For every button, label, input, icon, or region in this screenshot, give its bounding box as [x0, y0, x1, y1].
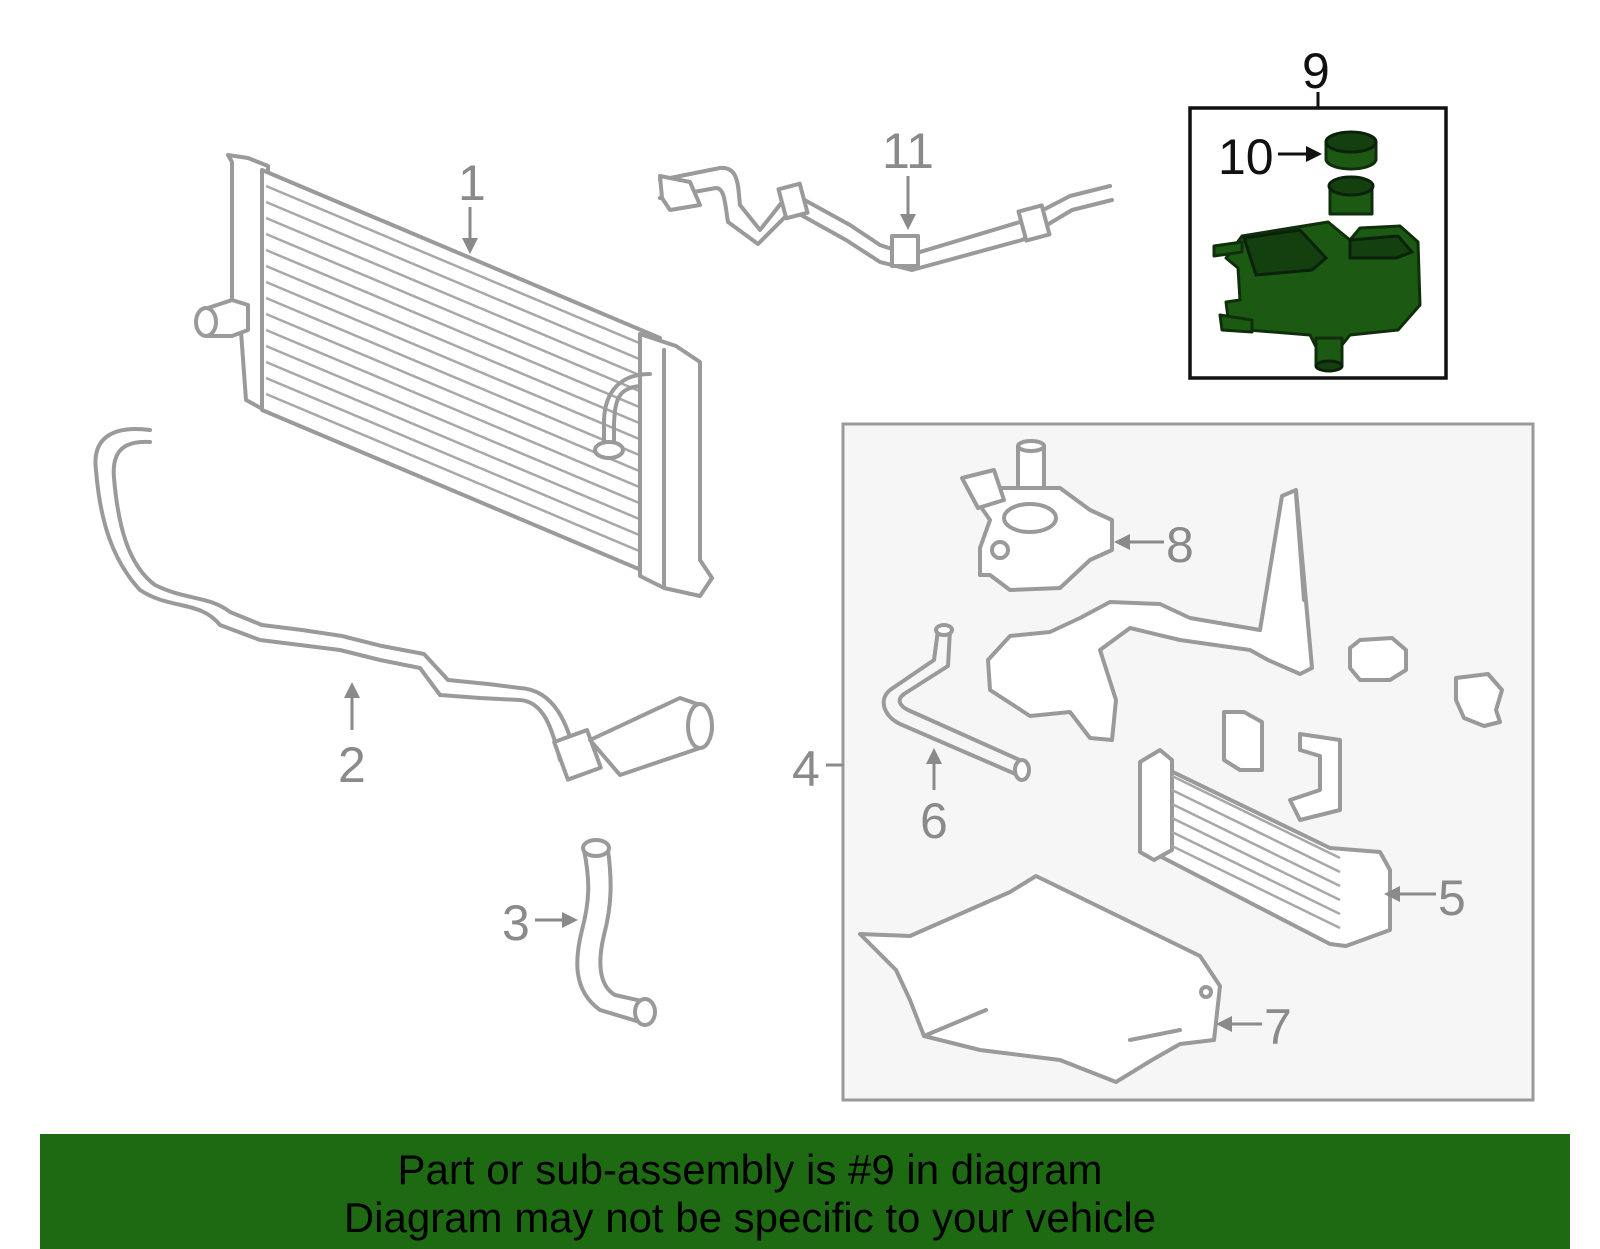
notice-line-2: Diagram may not be specific to your vehi…	[343, 1194, 1157, 1241]
mounting-bracket[interactable]	[986, 488, 1314, 742]
oil-cooler-part-5[interactable]	[1138, 710, 1392, 948]
clip-small-2[interactable]	[1454, 672, 1504, 728]
callout-11: 11	[882, 123, 934, 179]
callout-8: 8	[1166, 517, 1194, 573]
diagram-notice-banner: Part or sub-assembly is #9 in diagram Di…	[40, 1134, 1570, 1249]
callout-3: 3	[502, 895, 530, 951]
callout-6: 6	[920, 793, 948, 849]
hose-part-3[interactable]	[575, 838, 657, 1027]
callout-2: 2	[338, 737, 366, 793]
callout-5: 5	[1438, 870, 1466, 926]
pipe-part-6[interactable]	[881, 623, 1031, 782]
callout-7: 7	[1264, 999, 1292, 1055]
reservoir-cap-part-10[interactable]	[1324, 130, 1378, 171]
pipe-assembly-part-11[interactable]	[658, 165, 1114, 272]
lower-hose-part-2[interactable]	[93, 427, 714, 782]
callout-1: 1	[458, 155, 486, 211]
coolant-reservoir-part-9[interactable]	[1212, 175, 1422, 373]
callout-4: 4	[792, 741, 820, 797]
water-pump-part-8[interactable]	[960, 439, 1114, 592]
radiator-part-1[interactable]	[194, 153, 714, 598]
notice-line-1: Part or sub-assembly is #9 in diagram	[397, 1146, 1103, 1193]
callout-10: 10	[1218, 129, 1274, 185]
callout-9: 9	[1302, 43, 1330, 99]
clip-small-1[interactable]	[1348, 636, 1408, 682]
shield-part-7[interactable]	[858, 874, 1222, 1084]
